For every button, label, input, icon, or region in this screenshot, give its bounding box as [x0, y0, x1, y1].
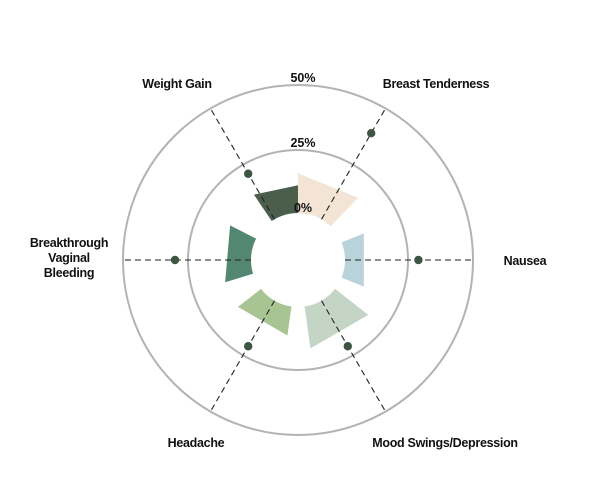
- center-hole: [253, 215, 343, 305]
- category-label-1: Weight Gain: [142, 77, 211, 91]
- axis-line-1: [209, 106, 275, 220]
- category-label-line: Bleeding: [44, 266, 94, 280]
- category-label-line: Breakthrough: [30, 236, 108, 250]
- marker-dot-5: [244, 342, 253, 351]
- ring-label-1: 0%: [294, 201, 312, 215]
- axis-line-4: [321, 300, 387, 414]
- category-label-line: Weight Gain: [142, 77, 211, 91]
- category-label-line: Mood Swings/Depression: [372, 436, 518, 450]
- marker-dot-3: [414, 255, 423, 265]
- axis-line-5: [209, 300, 275, 414]
- ring-label-3: 50%: [290, 71, 315, 85]
- axis-line-2: [321, 106, 387, 220]
- category-label-line: Headache: [168, 436, 225, 450]
- marker-dot-4: [343, 342, 352, 351]
- category-label-2: Breast Tenderness: [383, 77, 490, 91]
- category-label-line: Breast Tenderness: [383, 77, 490, 91]
- category-label-4: Mood Swings/Depression: [372, 436, 518, 450]
- category-label-line: Vaginal: [48, 251, 90, 265]
- bar-2: [298, 173, 359, 227]
- bar-3: [341, 233, 364, 287]
- category-label-line: Nausea: [504, 254, 548, 268]
- bar-1: [253, 182, 312, 222]
- bar-6: [225, 225, 257, 283]
- marker-dot-2: [367, 129, 376, 138]
- bar-4: [304, 288, 369, 349]
- ring-50: [122, 84, 474, 436]
- category-label-5: Headache: [168, 436, 225, 450]
- marker-dot-6: [170, 255, 180, 265]
- bar-5: [237, 288, 292, 336]
- category-label-3: Nausea: [504, 254, 548, 268]
- ring-label-2: 25%: [290, 136, 315, 150]
- marker-dot-1: [244, 169, 253, 178]
